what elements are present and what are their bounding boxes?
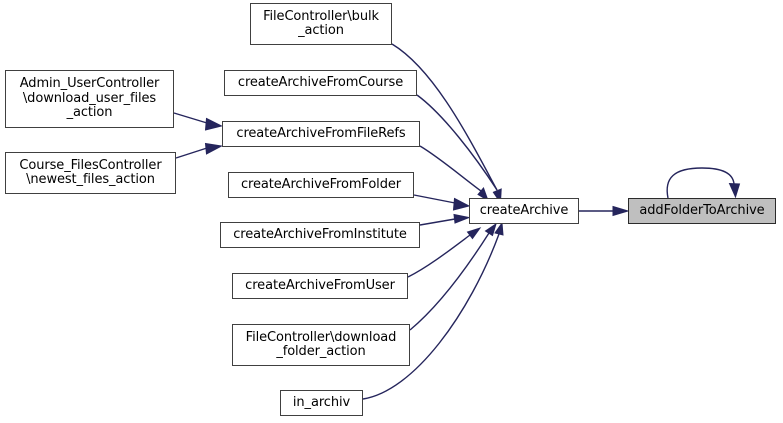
node-addfoldertoarchive[interactable]: addFolderToArchive: [628, 198, 776, 224]
node-createarchive[interactable]: createArchive: [469, 198, 579, 224]
edge-createarchivefromfilerefs-to-createarchive: [419, 145, 489, 202]
edge-course-filescontroller-to-createarchivefromfilerefs: [175, 142, 224, 159]
node-createarchivefromfilerefs[interactable]: createArchiveFromFileRefs: [222, 121, 420, 147]
edge-createarchivefromuser-to-createarchive: [407, 227, 482, 278]
node-in-archiv[interactable]: in_archiv: [280, 390, 363, 416]
edge-createarchivefromfolder-to-createarchive: [413, 194, 471, 211]
edge-admin-usercontroller-to-createarchivefromfilerefs: [173, 112, 223, 131]
edge-createarchivefromcourse-to-createarchive: [416, 94, 502, 203]
node-createarchivefromcourse[interactable]: createArchiveFromCourse: [224, 70, 417, 96]
edge-createarchivefrominstitute-to-createarchive: [419, 213, 471, 226]
node-filecontroller-download-folder-action[interactable]: FileController\download _folder_action: [232, 324, 410, 366]
edge-in-archiv-to-createarchive: [362, 221, 504, 400]
node-createarchivefromfolder[interactable]: createArchiveFromFolder: [228, 172, 414, 198]
edge-addfoldertoarchive-self-loop: [666, 167, 741, 199]
node-createarchivefrominstitute[interactable]: createArchiveFromInstitute: [220, 222, 420, 248]
node-admin-usercontroller-download-user-files-action[interactable]: Admin_UserController \download_user_file…: [5, 70, 174, 128]
node-createarchivefromuser[interactable]: createArchiveFromUser: [232, 273, 408, 299]
node-filecontroller-bulk-action[interactable]: FileController\bulk _action: [250, 3, 392, 45]
node-course-filescontroller-newest-files-action[interactable]: Course_FilesController \newest_files_act…: [5, 152, 176, 194]
edge-filecontroller-download-folder-action-to-createarchive: [409, 222, 497, 331]
edge-createarchive-to-addfoldertoarchive: [579, 205, 630, 217]
